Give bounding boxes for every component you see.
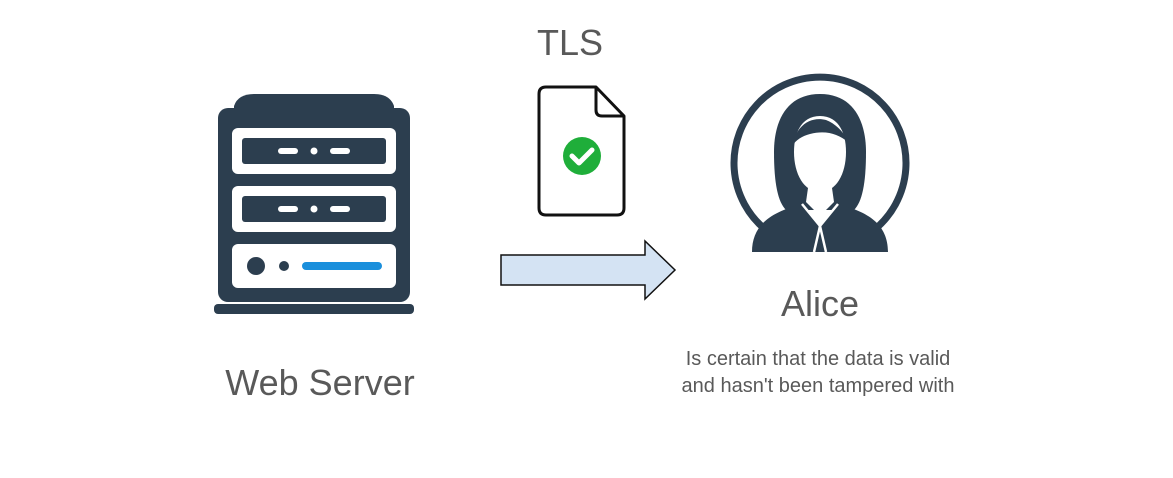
right-arrow-icon: [500, 239, 677, 301]
user-avatar-icon: [730, 73, 910, 253]
server-label: Web Server: [225, 362, 415, 403]
server-rack-icon: [214, 94, 414, 314]
protocol-label: TLS: [536, 22, 604, 63]
recipient-description: Is certain that the data is valid and ha…: [681, 348, 955, 397]
recipient-name: Alice: [780, 283, 860, 324]
document-check-icon: [537, 85, 626, 217]
